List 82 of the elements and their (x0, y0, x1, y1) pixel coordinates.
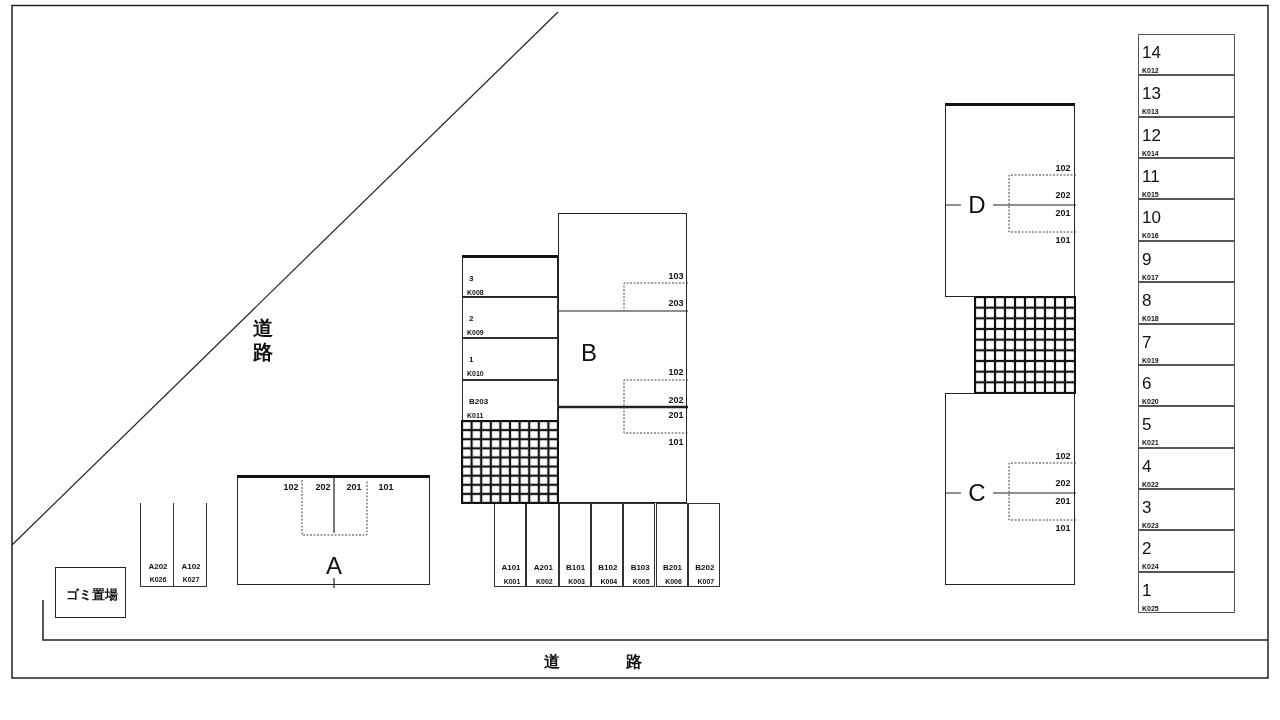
parking-stall (1138, 199, 1235, 241)
building-outline (237, 475, 430, 585)
room-number: 202 (668, 395, 684, 405)
stall-number: 8 (1142, 291, 1152, 309)
parking-stall (1138, 406, 1235, 448)
stall-number: 11 (1142, 167, 1160, 185)
stall-number: 10 (1142, 208, 1161, 226)
parking-stall (173, 503, 207, 587)
stall-number: 1 (1142, 581, 1152, 599)
parking-stall (1138, 116, 1235, 159)
stall-number: 2 (1142, 539, 1152, 557)
parking-stall (1138, 364, 1235, 407)
room-number: 102 (283, 482, 299, 492)
hatched-area (462, 421, 558, 503)
room-number: 102 (1055, 163, 1071, 173)
stall-number: B201 (662, 564, 683, 572)
parking-stall (462, 255, 558, 297)
parking-stall (1138, 282, 1235, 324)
room-number: 102 (668, 367, 684, 377)
stall-number: 7 (1142, 333, 1152, 350)
stall-number: A202 (148, 563, 168, 571)
stall-number: 4 (1142, 457, 1152, 475)
parking-stall (1138, 488, 1235, 531)
stall-number: 5 (1142, 415, 1152, 433)
parking-stall (462, 296, 558, 338)
parking-stall (1138, 34, 1235, 76)
parking-stall (1138, 571, 1235, 614)
stall-number: A201 (533, 564, 553, 572)
stall-number: A102 (181, 563, 201, 571)
parking-stall (1138, 75, 1235, 117)
building-letter: A (326, 554, 342, 578)
stall-number: 1 (469, 356, 474, 364)
stall-number: B102 (598, 564, 618, 572)
room-number: 201 (346, 482, 362, 492)
road-label: 道路 (543, 654, 708, 670)
room-number: 101 (1055, 523, 1071, 533)
road-label: 道路 (253, 316, 273, 364)
parking-stall (140, 503, 174, 587)
hatched-area (975, 297, 1075, 393)
room-number: 101 (668, 437, 684, 447)
stall-number: B203 (469, 397, 489, 406)
stall-number: 3 (469, 275, 474, 283)
stall-number: 13 (1142, 84, 1161, 102)
parking-stall (558, 503, 591, 587)
storage-label: ゴミ置場 (66, 587, 118, 601)
room-number: 202 (1055, 478, 1071, 488)
room-number: 201 (1055, 496, 1071, 506)
room-number: 201 (1055, 208, 1071, 218)
building-letter: C (968, 481, 986, 505)
parking-stall (655, 503, 688, 587)
building-outline (558, 213, 687, 503)
stall-number: B101 (566, 564, 586, 572)
parking-stall (1138, 323, 1235, 365)
parking-stall (1138, 158, 1235, 200)
stall-number: B202 (695, 564, 715, 572)
stall-number: B103 (630, 564, 650, 572)
stall-number: 14 (1142, 43, 1161, 61)
parking-stall (687, 503, 721, 587)
stall-number: 12 (1142, 126, 1161, 144)
parking-stall (623, 503, 656, 587)
room-number: 202 (315, 482, 331, 492)
parking-stall (1138, 530, 1235, 572)
parking-stall (1138, 447, 1235, 489)
stall-number: 3 (1142, 498, 1152, 516)
building-outline (945, 393, 1075, 585)
stall-number: 6 (1142, 374, 1152, 392)
room-number: 103 (668, 271, 684, 281)
stall-number: 2 (469, 314, 474, 323)
building-letter: D (968, 193, 986, 217)
building-letter: B (581, 341, 597, 365)
storage-box (55, 567, 126, 618)
room-number: 101 (378, 482, 394, 492)
room-number: 102 (1055, 451, 1071, 461)
stall-number: 9 (1142, 250, 1152, 268)
parking-stall (590, 503, 624, 587)
stall-number: A101 (501, 564, 521, 572)
parking-stall (1138, 240, 1235, 283)
room-number: 202 (1055, 190, 1071, 200)
room-number: 203 (668, 298, 684, 308)
room-number: 101 (1055, 235, 1071, 245)
room-number: 201 (668, 410, 684, 420)
parking-stall (462, 338, 558, 380)
